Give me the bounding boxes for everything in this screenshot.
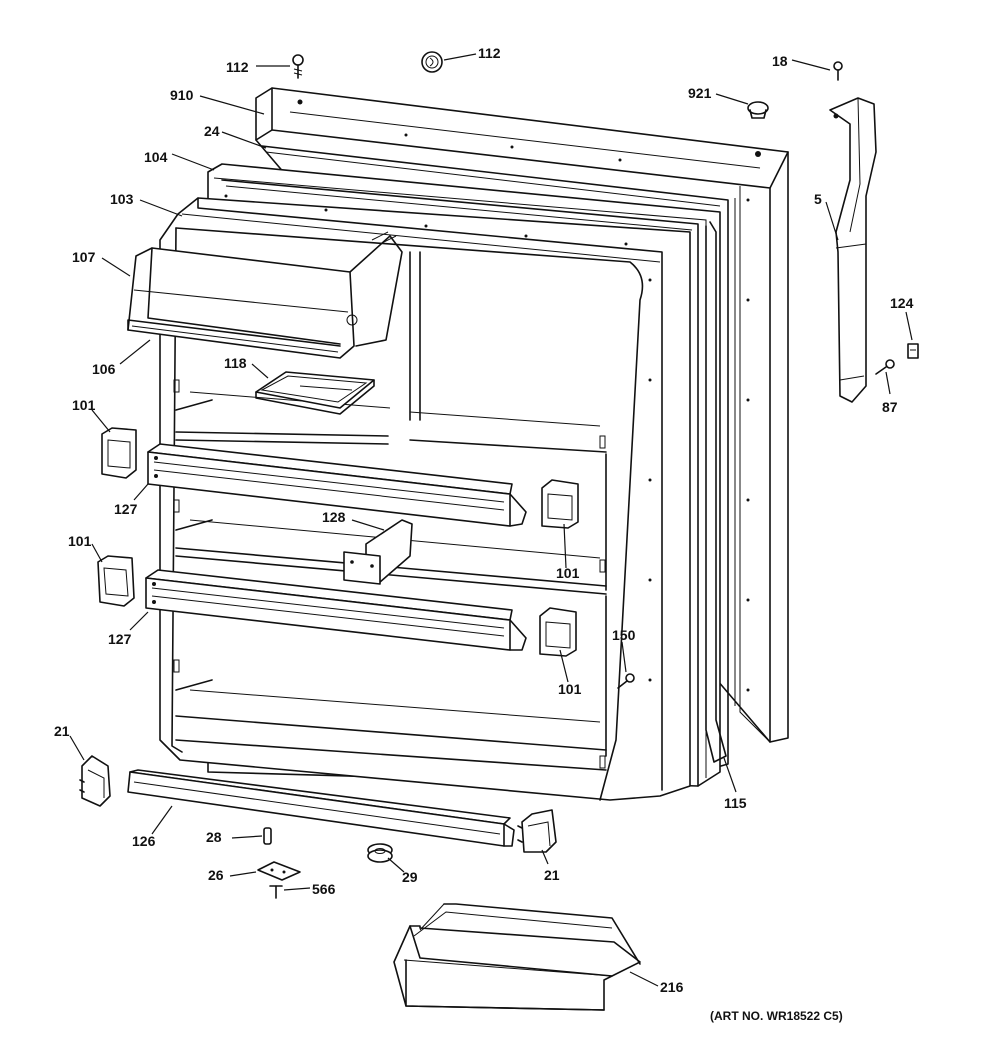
callout-106: 106 bbox=[92, 361, 116, 377]
door-handle bbox=[829, 97, 877, 403]
callout-labels: 112 112 18 910 921 24 104 103 5 107 124 … bbox=[54, 45, 914, 1023]
screw-87 bbox=[875, 359, 895, 375]
plate-26 bbox=[257, 861, 301, 881]
callout-101-c: 101 bbox=[556, 565, 580, 581]
callout-28: 28 bbox=[206, 829, 222, 845]
callout-124: 124 bbox=[890, 295, 914, 311]
clip-124 bbox=[907, 343, 919, 359]
dairy-compartment-door bbox=[127, 247, 358, 359]
bushing-29 bbox=[367, 843, 393, 863]
callout-118: 118 bbox=[224, 355, 247, 371]
callout-107: 107 bbox=[72, 249, 96, 265]
callout-910: 910 bbox=[170, 87, 194, 103]
callout-21-left: 21 bbox=[54, 723, 70, 739]
screw-150 bbox=[617, 673, 635, 689]
shelf-retainer-right-lower bbox=[539, 607, 577, 657]
screw-566 bbox=[269, 885, 283, 899]
callout-126: 126 bbox=[132, 833, 156, 849]
pin-28 bbox=[263, 827, 272, 845]
bottom-trim bbox=[127, 769, 515, 847]
hinge-bracket-left bbox=[79, 755, 111, 807]
dairy-compartment-housing bbox=[349, 231, 403, 347]
egg-tray bbox=[255, 371, 375, 415]
callout-112-left: 112 bbox=[226, 59, 249, 75]
screw-18 bbox=[833, 61, 843, 81]
door-shelf-lower bbox=[145, 569, 527, 651]
callout-115: 115 bbox=[724, 795, 747, 811]
callout-101-a: 101 bbox=[72, 397, 96, 413]
callout-921: 921 bbox=[688, 85, 712, 101]
door-seal-strip bbox=[705, 221, 727, 763]
screw-112-left bbox=[292, 54, 304, 79]
art-number-label: (ART NO. WR18522 C5) bbox=[710, 1009, 843, 1023]
callout-128: 128 bbox=[322, 509, 346, 525]
callout-101-b: 101 bbox=[68, 533, 92, 549]
callout-127-b: 127 bbox=[108, 631, 132, 647]
callout-127-a: 127 bbox=[114, 501, 138, 517]
callout-216: 216 bbox=[660, 979, 684, 995]
leader-lines bbox=[69, 53, 913, 987]
callout-26: 26 bbox=[208, 867, 224, 883]
callout-87: 87 bbox=[882, 399, 898, 415]
callout-112-right: 112 bbox=[478, 45, 501, 61]
callout-566: 566 bbox=[312, 881, 336, 897]
callout-29: 29 bbox=[402, 869, 418, 885]
callout-24: 24 bbox=[204, 123, 220, 139]
door-bin bbox=[393, 903, 641, 1011]
callout-104: 104 bbox=[144, 149, 168, 165]
door-shelf-upper bbox=[147, 443, 527, 527]
shelf-retainer-left-lower bbox=[97, 555, 135, 607]
callout-150: 150 bbox=[612, 627, 636, 643]
callout-21-right: 21 bbox=[544, 867, 560, 883]
shelf-retainer-left-upper bbox=[101, 427, 137, 479]
plug-921 bbox=[747, 101, 769, 119]
plug-button-112 bbox=[421, 51, 443, 73]
callout-103: 103 bbox=[110, 191, 134, 207]
hinge-bracket-right bbox=[517, 809, 557, 853]
callout-18: 18 bbox=[772, 53, 788, 69]
shelf-divider bbox=[343, 519, 413, 585]
callout-101-e: 101 bbox=[558, 681, 582, 697]
shelf-retainer-right-upper bbox=[541, 479, 579, 529]
callout-5: 5 bbox=[814, 191, 822, 207]
